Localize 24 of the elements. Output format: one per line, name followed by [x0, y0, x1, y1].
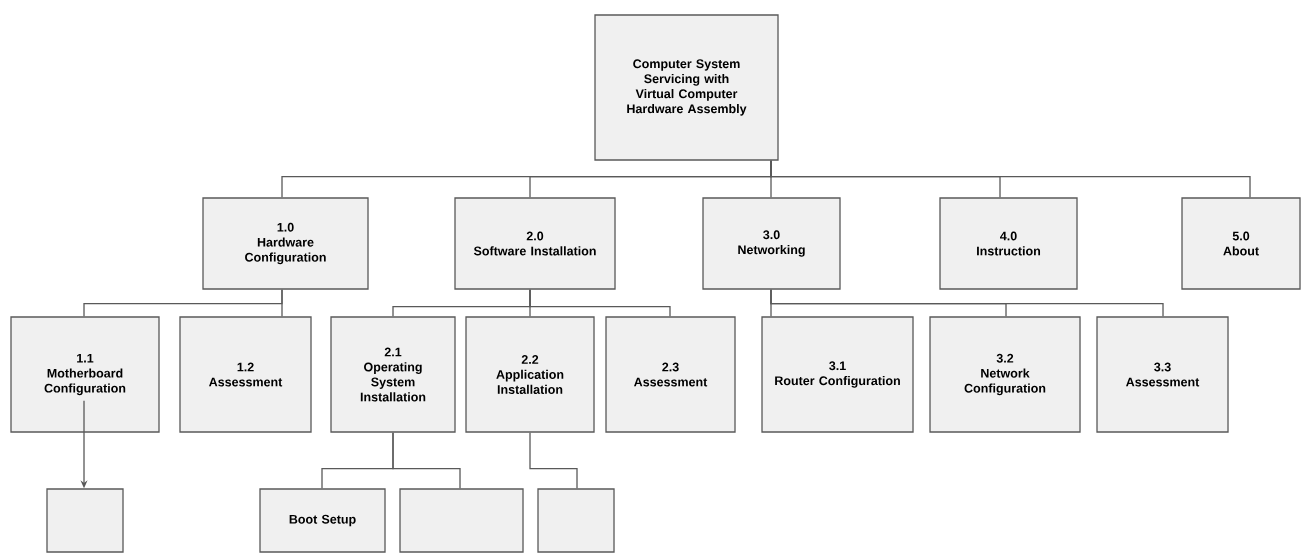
process-box: 2.2 Application Installation	[465, 316, 595, 433]
process-box: 3.3 Assessment	[1096, 316, 1229, 433]
process-box: 1.0 Hardware Configuration	[202, 197, 369, 290]
process-box: 3.2 Network Configuration	[929, 316, 1081, 433]
process-box: 5.0 About	[1181, 197, 1301, 290]
process-box: 3.0 Networking	[702, 197, 841, 290]
connector-line	[770, 160, 1251, 198]
empty-box	[537, 488, 615, 553]
empty-box	[399, 488, 524, 553]
connector-line	[529, 432, 578, 489]
connector-line	[529, 289, 671, 317]
process-box: 1.2 Assessment	[179, 316, 312, 433]
connector-line	[281, 289, 283, 317]
process-box: 2.3 Assessment	[605, 316, 736, 433]
title-box: Computer System Servicing with Virtual Computer Hardware Assembly	[594, 14, 779, 161]
process-box: Boot Setup	[259, 488, 386, 553]
process-box: 4.0 Instruction	[939, 197, 1078, 290]
connector-line	[770, 289, 1164, 317]
process-box: 2.0 Software Installation	[454, 197, 616, 290]
process-box: 1.1 Motherboard Configuration	[10, 316, 160, 433]
process-box: 2.1 Operating System Installation	[330, 316, 456, 433]
process-box: 3.1 Router Configuration	[761, 316, 914, 433]
empty-box	[46, 488, 124, 553]
connector-line	[392, 432, 461, 489]
